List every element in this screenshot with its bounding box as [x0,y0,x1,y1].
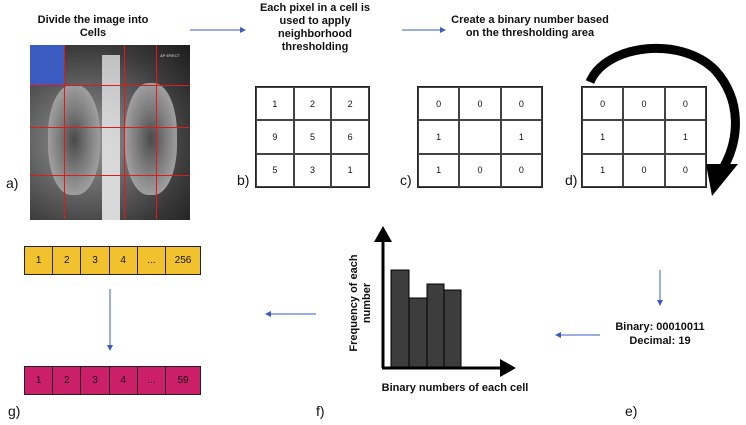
grid-threshold: 0 0 0 1 1 1 0 0 [417,86,543,188]
grid-cell: 0 [582,87,624,121]
label-b: b) [237,172,250,188]
grid-line [30,175,190,176]
vector-cell: 4 [109,367,138,394]
vector-cell: 256 [166,247,201,274]
rotation-arrowhead [706,164,738,196]
grid-cell: 0 [418,87,460,121]
grid-line [124,45,125,220]
grid-cell: 3 [293,153,332,187]
grid-cell: 1 [418,120,460,154]
rotation-arrow [585,44,740,173]
label-a: a) [6,175,19,191]
grid-cell: 5 [256,153,294,187]
vector-cell: 1 [25,367,54,394]
feature-vector-full: 1 2 3 4 ... 256 [24,246,201,275]
grid-cell [459,120,501,154]
hist-bar [426,283,445,368]
vector-cell: ... [137,367,167,394]
xray-image: AP ERECT [30,45,190,220]
label-g: g) [8,403,21,419]
grid-cell: 0 [500,153,542,187]
hist-bar [408,297,428,368]
grid-pixel-values: 1 2 2 9 5 6 5 3 1 [255,86,370,188]
grid-cell: 2 [293,87,332,121]
label-d: d) [565,172,578,188]
decimal-value: Decimal: 19 [629,335,691,347]
feature-vector-reduced: 1 2 3 4 ... 59 [24,366,201,395]
grid-line [64,45,65,220]
grid-cell: 9 [256,120,294,154]
xray-tag: AP ERECT [160,53,180,58]
grid-cell: 0 [500,87,542,121]
vector-cell: 3 [81,367,110,394]
grid-line [30,85,190,86]
hist-y-arrowhead [374,226,392,242]
vector-cell: ... [137,247,167,274]
grid-cell: 0 [459,87,501,121]
grid-cell: 1 [418,153,460,187]
grid-binary: 0 0 0 1 1 1 0 0 [581,86,707,188]
vector-cell: 4 [109,247,138,274]
vector-cell: 3 [81,247,110,274]
caption-neighborhood-thresholding: Each pixel in a cell is used to apply ne… [259,2,371,53]
grid-cell: 0 [664,153,706,187]
binary-value: Binary: 00010011 [615,321,705,333]
highlighted-cell [30,45,64,85]
grid-cell: 1 [331,153,369,187]
grid-cell [623,120,665,154]
vector-cell: 59 [166,367,201,394]
grid-cell: 2 [331,87,369,121]
label-e: e) [625,403,638,419]
grid-cell: 1 [582,120,624,154]
grid-line [156,45,157,220]
grid-cell: 5 [293,120,332,154]
grid-cell: 1 [664,120,706,154]
grid-cell: 0 [623,87,665,121]
vector-cell: 2 [53,367,82,394]
grid-cell: 0 [664,87,706,121]
hist-bar [390,269,410,368]
grid-cell: 1 [582,153,624,187]
label-c: c) [400,172,412,188]
grid-cell: 0 [623,153,665,187]
grid-cell: 1 [256,87,294,121]
hist-x-arrowhead [500,359,516,377]
hist-bar [443,289,462,368]
grid-cell: 6 [331,120,369,154]
grid-cell: 0 [459,153,501,187]
grid-line [30,127,190,128]
vector-cell: 2 [53,247,82,274]
caption-divide-cells: Divide the image into Cells [37,14,149,39]
caption-create-binary: Create a binary number based on the thre… [451,14,609,39]
vector-cell: 1 [25,247,54,274]
label-f: f) [316,403,325,419]
grid-cell: 1 [500,120,542,154]
histogram-xlabel: Binary numbers of each cell [381,382,529,394]
